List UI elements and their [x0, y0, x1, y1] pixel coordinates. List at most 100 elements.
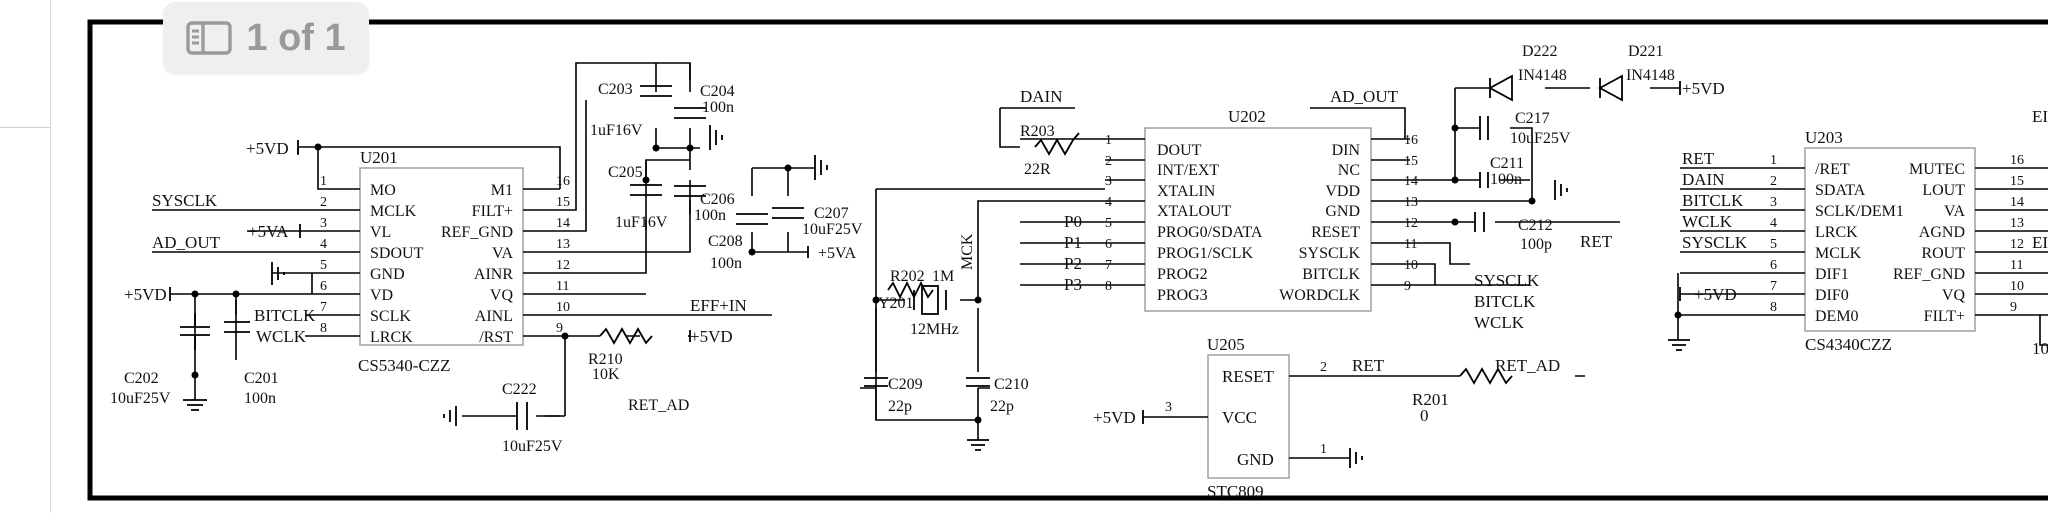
- u202-pin-number: 7: [1105, 258, 1112, 273]
- c205-value: 1uF16V: [615, 214, 668, 231]
- net-label-5va: +5VA: [248, 222, 289, 241]
- u201-pin-number: 8: [320, 321, 327, 336]
- mid-passive-labels: R203 22R R202 1M Y201 12MHz C209 22p C21…: [878, 43, 1675, 415]
- u203-pin-name: SDATA: [1815, 182, 1866, 199]
- c211-value: 100n: [1490, 171, 1522, 188]
- net-label-5vd: +5VD: [246, 139, 289, 158]
- c209-ref: C209: [888, 376, 923, 393]
- r202-ref: R202: [890, 268, 925, 285]
- c202-value: 10uF25V: [110, 390, 171, 407]
- c203-value: 1uF16V: [590, 122, 643, 139]
- net-label-bitclk: BITCLK: [1682, 191, 1744, 210]
- c201-ref: C201: [244, 370, 279, 387]
- net-label-bitclk: BITCLK: [1474, 292, 1536, 311]
- net-label-5va: +5VA: [818, 245, 857, 262]
- u201-pin-number: 15: [556, 195, 570, 210]
- sidebar-panel-icon[interactable]: [186, 21, 233, 55]
- u203-left-pin-names: /RET SDATA SCLK/DEM1 LRCK MCLK DIF1 DIF0…: [1815, 161, 1904, 325]
- d221-ref: D221: [1628, 43, 1664, 60]
- r202-value: 1M: [932, 268, 954, 285]
- u203-left-pin-numbers: 1 2 3 4 5 6 7 8: [1770, 153, 1777, 315]
- c204-value: 100n: [702, 99, 734, 116]
- u203-pin-number: 14: [2010, 195, 2024, 210]
- u205-pin-name: GND: [1237, 450, 1274, 469]
- u203-part: CS4340CZZ: [1805, 335, 1892, 354]
- net-label-p2: P2: [1064, 254, 1082, 273]
- u203-right-pin-numbers: 16 15 14 13 12 11 10 9: [2010, 153, 2024, 315]
- c208-ref: C208: [708, 233, 743, 250]
- u203-pin-name: VA: [1944, 203, 1965, 220]
- u203-pin-name: ROUT: [1921, 245, 1965, 262]
- u202-right-pin-numbers: 16 15 14 13 12 11 10 9: [1404, 133, 1418, 294]
- y201-ref: Y201: [878, 295, 914, 312]
- u201-pin-number: 9: [556, 321, 563, 336]
- r201-value: 0: [1420, 406, 1429, 425]
- c207-value: 10uF25V: [802, 221, 863, 238]
- c210-ref: C210: [994, 376, 1029, 393]
- u201-pin-name: FILT+: [472, 203, 513, 220]
- net-label-edge: 10: [2032, 339, 2048, 358]
- left-passive-labels: C202 10uF25V C201 100n C203 1uF16V C204 …: [110, 81, 863, 455]
- c205-ref: C205: [608, 164, 643, 181]
- u201-pin-number: 1: [320, 174, 327, 189]
- u201-pin-number: 5: [320, 258, 327, 273]
- net-label-ad-out: AD_OUT: [1330, 87, 1399, 106]
- u202-pin-name: BITCLK: [1302, 266, 1360, 283]
- c217-ref: C217: [1515, 110, 1550, 127]
- u202-pin-number: 8: [1105, 279, 1112, 294]
- c211-ref: C211: [1490, 155, 1524, 172]
- page-indicator[interactable]: 1 of 1: [163, 2, 369, 74]
- u203-pin-number: 9: [2010, 300, 2017, 315]
- u202-pin-name: PROG2: [1157, 266, 1208, 283]
- u203-pin-number: 7: [1770, 279, 1777, 294]
- u201-pin-number: 7: [320, 300, 327, 315]
- c209-value: 22p: [888, 398, 912, 415]
- net-label-5vd: +5VD: [690, 327, 733, 346]
- net-label-dain: DAIN: [1020, 87, 1063, 106]
- u201-pin-name: VA: [492, 245, 513, 262]
- page-indicator-label: 1 of 1: [246, 16, 346, 59]
- u201-pin-name: AINR: [474, 266, 513, 283]
- u202-pin-name: PROG3: [1157, 287, 1208, 304]
- c201-value: 100n: [244, 390, 276, 407]
- net-label-bitclk: BITCLK: [254, 306, 316, 325]
- u203-pin-name: REF_GND: [1893, 266, 1965, 283]
- u201-pin-name: MO: [370, 182, 396, 199]
- u203-pin-number: 10: [2010, 279, 2024, 294]
- u202-pin-number: 5: [1105, 216, 1112, 231]
- net-label-ad-out: AD_OUT: [152, 233, 221, 252]
- c204-ref: C204: [700, 83, 735, 100]
- u203-pin-name: MUTEC: [1909, 161, 1965, 178]
- u201-pin-name: M1: [491, 182, 513, 199]
- c208-value: 100n: [710, 255, 742, 272]
- u201-pin-number: 12: [556, 258, 570, 273]
- u205-pin-number: 3: [1165, 400, 1172, 415]
- u203-ref: U203: [1805, 128, 1843, 147]
- u201-pin-name: VQ: [490, 287, 514, 304]
- u202-pin-number: 16: [1404, 133, 1418, 148]
- u203-pin-name: MCLK: [1815, 245, 1862, 262]
- d221-value: IN4148: [1626, 67, 1675, 84]
- net-label-edge: EI: [2032, 107, 2048, 126]
- net-label-dain: DAIN: [1682, 170, 1725, 189]
- net-label-5vd: +5VD: [124, 285, 167, 304]
- u201-pin-name: LRCK: [370, 329, 413, 346]
- u201-pin-number: 6: [320, 279, 327, 294]
- u203-pin-number: 6: [1770, 258, 1777, 273]
- u203-pin-number: 15: [2010, 174, 2024, 189]
- u203-pin-number: 11: [2010, 258, 2023, 273]
- u202-pin-number: 1: [1105, 133, 1112, 148]
- u203-pin-number: 16: [2010, 153, 2024, 168]
- u201-pin-name: SDOUT: [370, 245, 424, 262]
- u205-pin-number: 1: [1320, 442, 1327, 457]
- net-label-ret-ad: RET_AD: [1495, 356, 1560, 375]
- u202-pin-name: PROG0/SDATA: [1157, 224, 1263, 241]
- u201-right-pin-numbers: 16 15 14 13 12 11 10 9: [556, 174, 570, 336]
- c217-value: 10uF25V: [1510, 130, 1571, 147]
- net-label-p3: P3: [1064, 275, 1082, 294]
- u202-right-pin-names: DIN NC VDD GND RESET SYSCLK BITCLK WORDC…: [1279, 142, 1360, 304]
- net-label-5vd: +5VD: [1694, 285, 1737, 304]
- u201-pin-name: VD: [370, 287, 393, 304]
- components: [169, 74, 1690, 468]
- u203-pin-name: /RET: [1815, 161, 1850, 178]
